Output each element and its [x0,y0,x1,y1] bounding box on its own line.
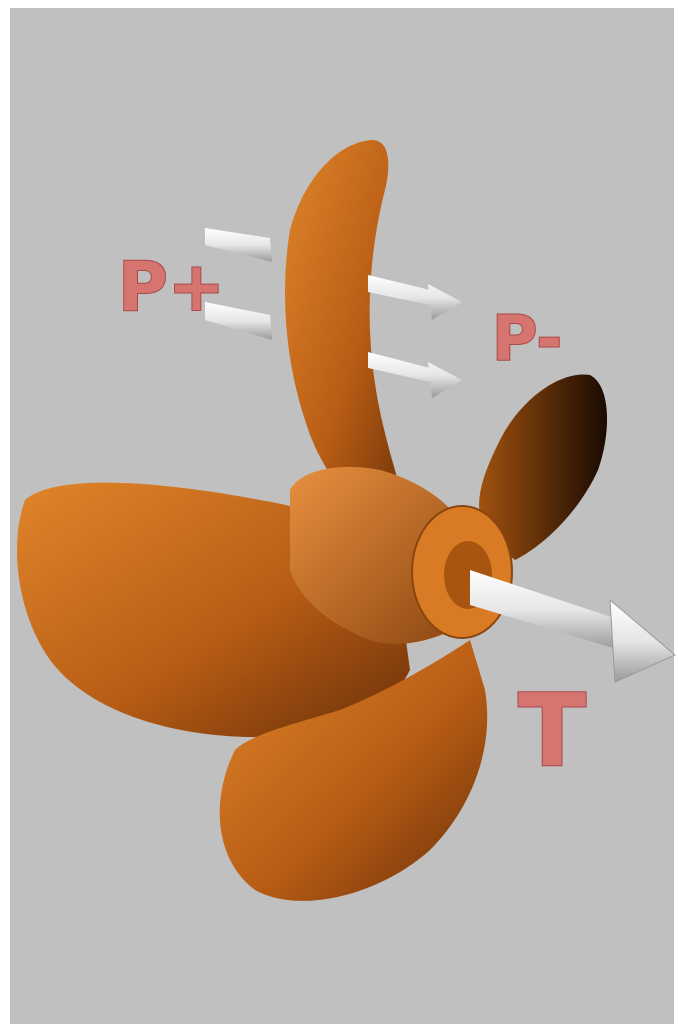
label-p-minus: P- [492,302,562,375]
label-thrust: T [518,672,586,789]
label-p-plus: P+ [118,248,225,327]
